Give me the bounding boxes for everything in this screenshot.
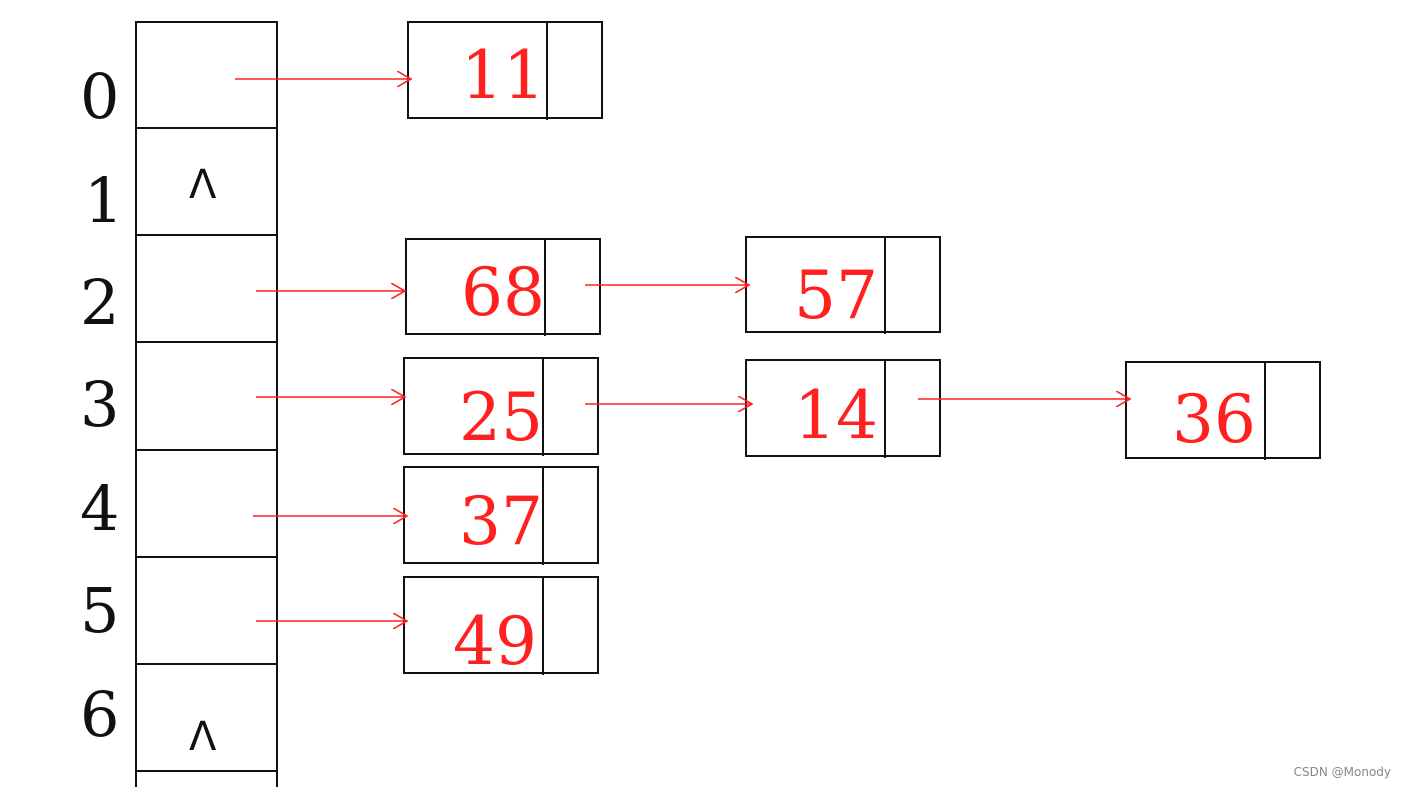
table-cell-3 xyxy=(135,341,278,451)
index-labels: 0 1 2 3 4 5 6 xyxy=(80,60,123,751)
node-slot4-37: 37 xyxy=(403,466,599,565)
null-marker-slot-6: Λ xyxy=(189,714,217,760)
index-label-2: 2 xyxy=(80,266,119,339)
index-label-5: 5 xyxy=(80,574,119,647)
table-cell-4 xyxy=(135,449,278,558)
node-value: 11 xyxy=(461,37,545,114)
node-value: 68 xyxy=(461,254,545,331)
table-cell-6 xyxy=(135,663,278,772)
index-label-4: 4 xyxy=(80,472,119,545)
node-value: 14 xyxy=(794,377,878,454)
node-slot3-14: 14 xyxy=(745,359,941,458)
index-label-6: 6 xyxy=(80,678,119,751)
node-slot3-25: 25 xyxy=(403,357,599,456)
table-cell-0 xyxy=(135,21,278,129)
index-label-3: 3 xyxy=(80,368,119,441)
node-value: 57 xyxy=(794,257,878,334)
index-label-1: 1 xyxy=(84,164,123,237)
hash-table-array xyxy=(135,21,278,787)
table-cell-5 xyxy=(135,556,278,665)
node-slot0-11: 11 xyxy=(407,21,603,120)
node-slot5-49: 49 xyxy=(403,576,599,680)
table-cell-7-partial xyxy=(135,770,278,787)
null-marker-slot-1: Λ xyxy=(189,162,217,208)
watermark: CSDN @Monody xyxy=(1293,765,1391,779)
node-value: 37 xyxy=(459,483,543,560)
node-value: 49 xyxy=(453,603,537,680)
table-cell-2 xyxy=(135,234,278,343)
index-label-0: 0 xyxy=(80,60,119,133)
node-slot2-68: 68 xyxy=(405,238,601,336)
node-value: 25 xyxy=(459,379,543,456)
node-value: 36 xyxy=(1172,381,1256,458)
table-cell-1 xyxy=(135,127,278,236)
node-slot3-36: 36 xyxy=(1125,361,1321,460)
node-slot2-57: 57 xyxy=(745,236,941,334)
pointer-arrows xyxy=(235,79,1129,621)
